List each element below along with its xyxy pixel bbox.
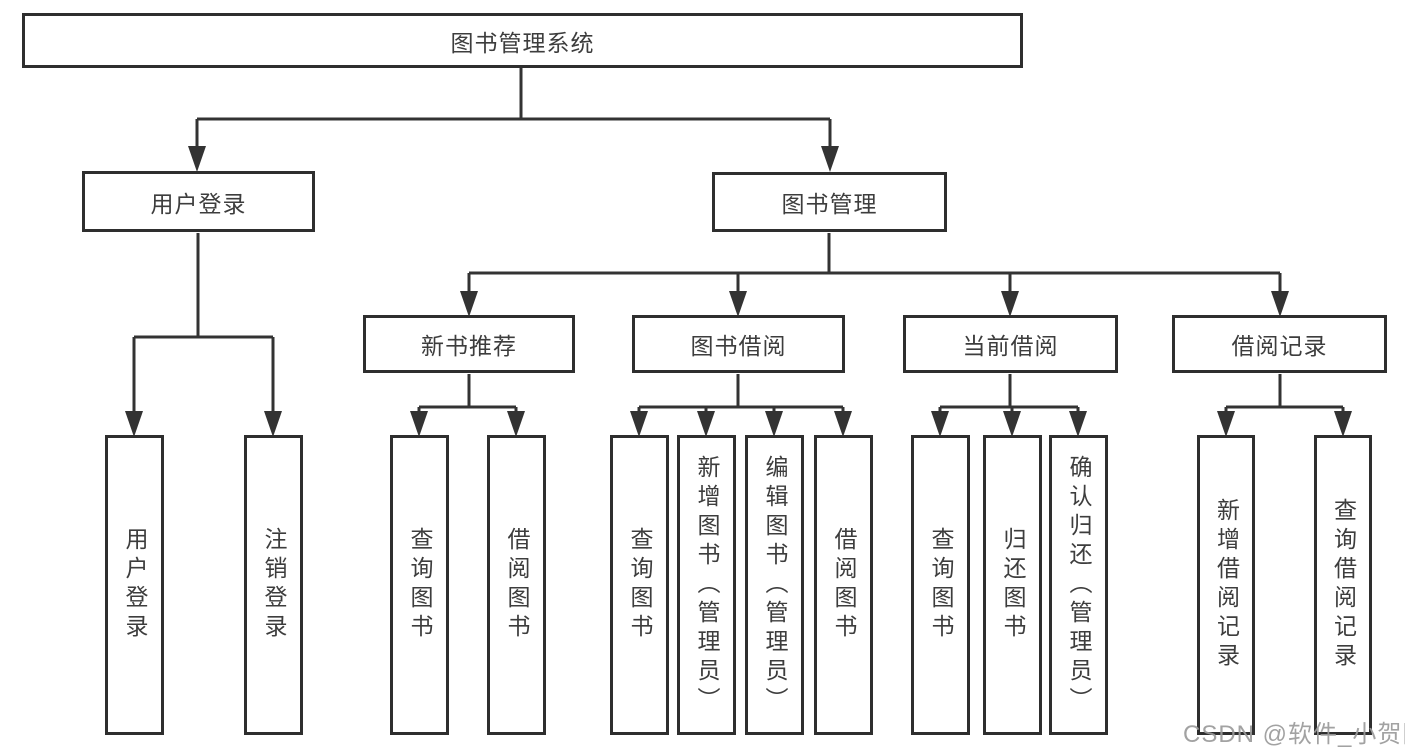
arrow-cb-return — [1003, 411, 1021, 437]
node-book-borrow-label: 图书借阅 — [690, 333, 787, 359]
leaf-cb-return-books-label: 归还图书 — [1000, 527, 1026, 643]
arrow-cb-confirm — [1069, 411, 1087, 437]
node-book-mgmt-branch: 图书管理 — [712, 172, 947, 232]
leaf-nb-borrow-books-label: 借阅图书 — [504, 527, 530, 643]
node-root: 图书管理系统 — [22, 13, 1023, 68]
leaf-cb-confirm-return-admin: 确认归还（管理员） — [1049, 435, 1108, 735]
node-current-borrow-label: 当前借阅 — [962, 333, 1059, 359]
arrow-to-book-mgmt-branch — [821, 146, 839, 172]
arrow-to-leaf-user-login — [125, 411, 143, 437]
connector-records-to-leaves — [1224, 374, 1345, 414]
leaf-cb-query-books-label: 查询图书 — [928, 527, 954, 643]
connector-login-to-leaves — [132, 233, 275, 413]
leaf-user-login-label: 用户登录 — [122, 527, 148, 643]
connector-current-to-leaves — [938, 374, 1080, 414]
node-book-mgmt-branch-label: 图书管理 — [781, 191, 878, 217]
node-new-book-recommend-label: 新书推荐 — [421, 333, 517, 359]
connector-borrow-to-leaves — [637, 374, 845, 414]
leaf-bb-add-books-admin-label: 新增图书（管理员） — [694, 454, 720, 716]
leaf-nb-query-books: 查询图书 — [390, 435, 449, 735]
node-root-label: 图书管理系统 — [450, 29, 595, 56]
leaf-bb-edit-books-admin-label: 编辑图书（管理员） — [762, 454, 788, 716]
leaf-logout: 注销登录 — [244, 435, 303, 735]
node-borrow-records: 借阅记录 — [1172, 315, 1387, 373]
leaf-bb-borrow-books: 借阅图书 — [814, 435, 873, 735]
node-new-book-recommend: 新书推荐 — [363, 315, 575, 373]
leaf-br-add-record: 新增借阅记录 — [1197, 435, 1255, 735]
leaf-bb-query-books-label: 查询图书 — [627, 527, 653, 643]
arrow-br-query — [1334, 411, 1352, 437]
leaf-br-query-record-label: 查询借阅记录 — [1330, 498, 1357, 672]
leaf-bb-query-books: 查询图书 — [610, 435, 669, 735]
leaf-cb-confirm-return-admin-label: 确认归还（管理员） — [1066, 454, 1092, 716]
leaf-logout-label: 注销登录 — [261, 527, 287, 643]
arrow-bb-query — [630, 411, 648, 437]
arrow-to-borrow-records — [1271, 291, 1289, 317]
leaf-nb-borrow-books: 借阅图书 — [487, 435, 546, 735]
leaf-bb-add-books-admin: 新增图书（管理员） — [677, 435, 736, 735]
arrow-nb-borrow — [507, 411, 525, 437]
connector-newbook-to-leaves — [417, 374, 518, 414]
leaf-cb-return-books: 归还图书 — [983, 435, 1042, 735]
arrow-to-user-login-branch — [188, 146, 206, 172]
arrow-bb-add — [697, 411, 715, 437]
node-user-login-branch: 用户登录 — [82, 171, 315, 232]
leaf-user-login: 用户登录 — [105, 435, 164, 735]
connector-mgmt-to-level2 — [467, 233, 1282, 294]
connector-root-to-level1 — [195, 68, 832, 150]
arrow-bb-edit — [765, 411, 783, 437]
arrow-bb-borrow — [834, 411, 852, 437]
node-user-login-branch-label: 用户登录 — [150, 190, 247, 217]
arrow-cb-query — [931, 411, 949, 437]
leaf-br-add-record-label: 新增借阅记录 — [1213, 498, 1240, 672]
arrow-to-current-borrow — [1001, 291, 1019, 317]
watermark: CSDN @软件_小贺同学 — [1183, 721, 1405, 747]
leaf-bb-borrow-books-label: 借阅图书 — [831, 527, 857, 643]
leaf-nb-query-books-label: 查询图书 — [407, 527, 433, 643]
node-book-borrow: 图书借阅 — [632, 315, 845, 373]
node-current-borrow: 当前借阅 — [903, 315, 1118, 373]
arrow-to-book-borrow — [729, 291, 747, 317]
arrow-to-leaf-logout — [264, 411, 282, 437]
leaf-bb-edit-books-admin: 编辑图书（管理员） — [745, 435, 804, 735]
leaf-cb-query-books: 查询图书 — [911, 435, 970, 735]
leaf-br-query-record: 查询借阅记录 — [1314, 435, 1372, 735]
arrow-nb-query — [410, 411, 428, 437]
node-borrow-records-label: 借阅记录 — [1231, 333, 1328, 359]
arrow-to-new-book — [460, 291, 478, 317]
arrow-br-add — [1217, 411, 1235, 437]
